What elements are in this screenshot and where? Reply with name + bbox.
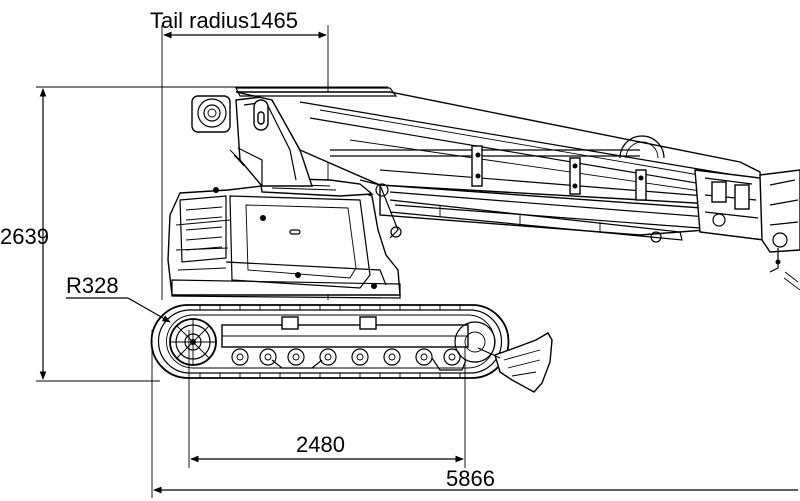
telescopic-boom [235, 87, 763, 243]
boom-pivot [191, 95, 231, 133]
front-outrigger [477, 332, 553, 393]
crawler-track [150, 304, 510, 379]
track-length-label: 2480 [296, 432, 345, 457]
upper-body [167, 177, 401, 299]
track-rollers [231, 348, 461, 366]
sprocket-radius-dimension: R328 [66, 273, 171, 323]
overall-length-dimension: 5866 [151, 330, 798, 498]
drive-sprocket [169, 318, 217, 366]
mast-column [229, 95, 313, 187]
height-label: 2639 [0, 224, 49, 249]
tail-radius-label: Tail radius1465 [150, 8, 298, 33]
height-dimension: 2639 [0, 86, 388, 382]
tail-radius-dimension: Tail radius1465 [150, 8, 329, 300]
boom-head [619, 135, 800, 291]
overall-length-label: 5866 [446, 466, 495, 491]
sprocket-radius-label: R328 [66, 273, 119, 298]
track-length-dimension: 2480 [188, 330, 466, 468]
